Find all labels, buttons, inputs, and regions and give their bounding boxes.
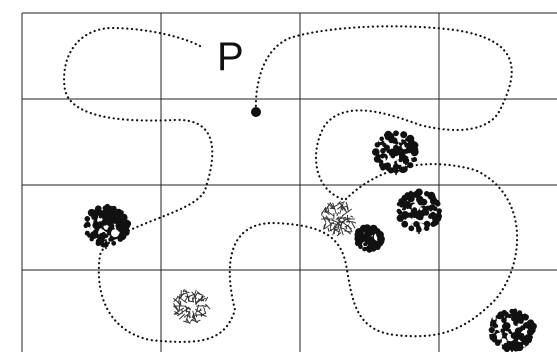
path-endpoint-dot [251, 107, 261, 117]
sparse-shrub-icon [172, 289, 211, 325]
dense-shrub-icon [372, 130, 419, 176]
bushes [83, 130, 538, 352]
dense-shrub-icon [487, 308, 538, 352]
dense-shrub-icon [83, 203, 132, 250]
sparse-shrub-icon [321, 200, 357, 237]
path-label: P [217, 35, 244, 79]
dense-shrub-icon [354, 224, 385, 253]
dense-shrub-icon [395, 188, 445, 235]
dotted-path [63, 25, 519, 343]
grid [21, 12, 557, 352]
